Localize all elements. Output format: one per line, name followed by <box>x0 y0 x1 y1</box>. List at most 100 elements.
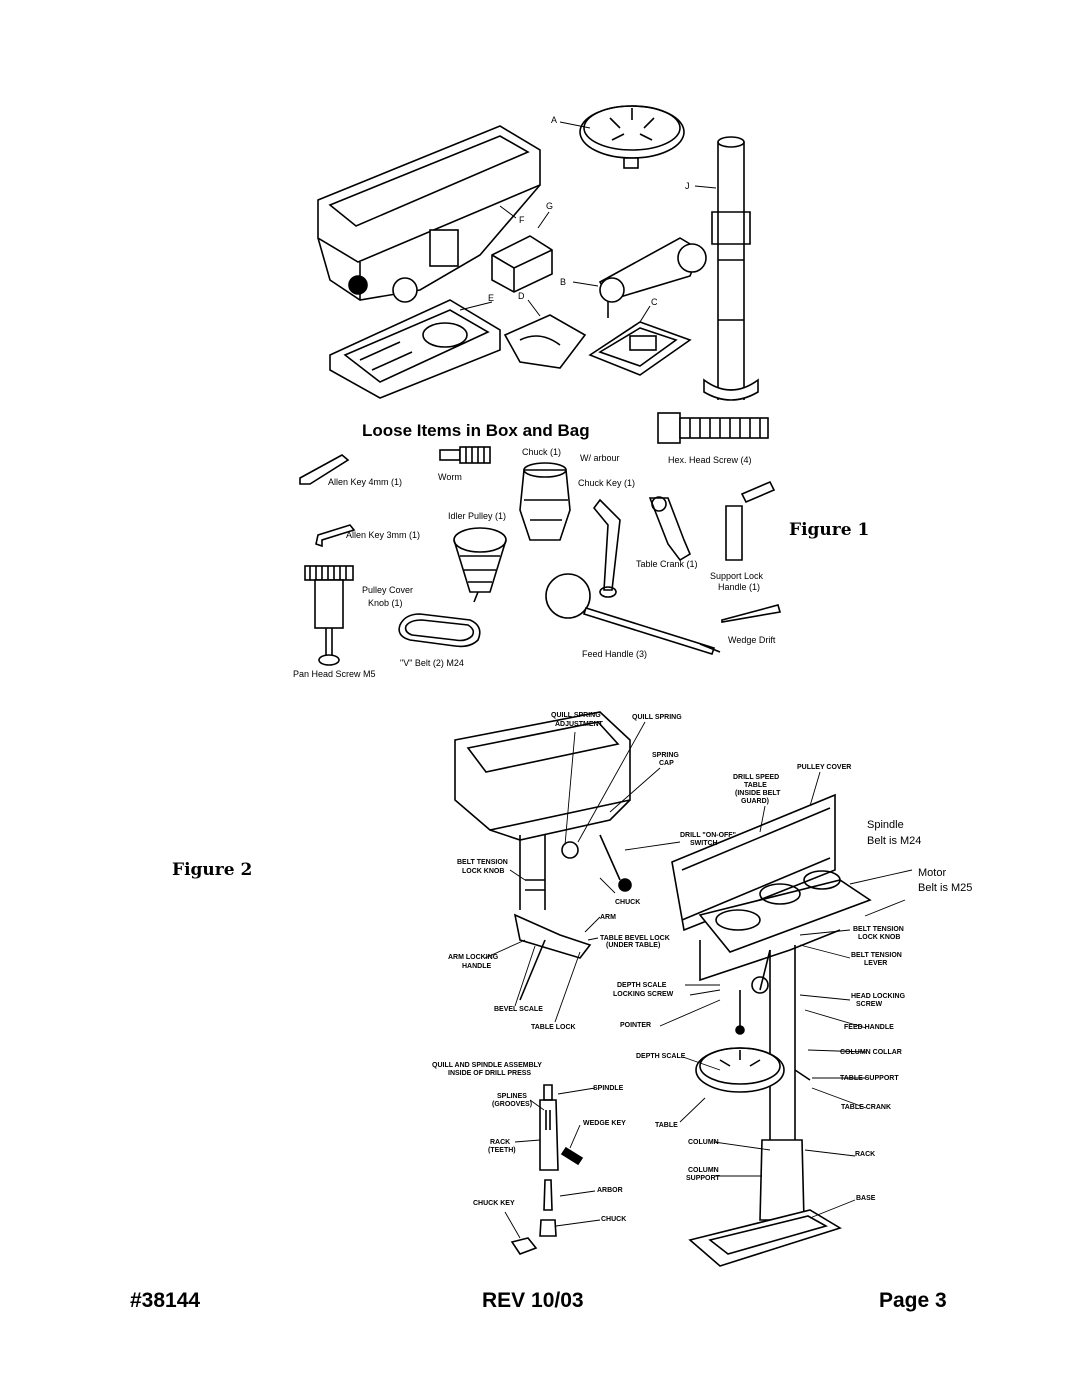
label-pulley-cover: PULLEY COVER <box>797 764 852 771</box>
label-pointer: POINTER <box>620 1022 652 1029</box>
drill-press-front-view <box>454 711 632 1001</box>
label-arbor: ARBOR <box>597 1187 623 1194</box>
label-belt-tension-lock-knob-right: BELT TENSION <box>853 926 904 933</box>
label-depth-scale-locking-screw: DEPTH SCALE <box>617 982 667 989</box>
label-chuck-lower: CHUCK <box>601 1216 627 1223</box>
label-feed-handle: FEED HANDLE <box>844 1024 894 1031</box>
part-letter-d: D <box>518 291 525 301</box>
label-column-collar: COLUMN COLLAR <box>840 1049 902 1056</box>
part-letter-e: E <box>488 293 495 303</box>
label-arbour: W/ arbour <box>580 453 620 463</box>
label-belt-tension-lever-2: LEVER <box>864 960 888 967</box>
pulley-cover-knob-drawing <box>304 565 354 666</box>
label-arm-locking-handle: ARM LOCKING <box>448 954 499 961</box>
footer-revision: REV 10/03 <box>482 1289 584 1312</box>
wedge-drift-drawing <box>721 604 782 623</box>
label-wedge-key: WEDGE KEY <box>583 1120 626 1127</box>
label-support-lock-2: Handle (1) <box>718 582 761 592</box>
label-table-support: TABLE SUPPORT <box>840 1075 899 1082</box>
part-letter-a: A <box>551 115 558 125</box>
label-quill-spindle-assembly-2: INSIDE OF DRILL PRESS <box>448 1070 532 1077</box>
drill-press-side-view <box>671 793 872 1267</box>
table-support-arm-drawing <box>598 237 707 318</box>
label-pulley-cover-knob-2: Knob (1) <box>368 598 403 608</box>
figure-2-caption: Figure 2 <box>172 860 253 880</box>
label-drill-speed-table-3: (INSIDE BELT <box>735 790 781 797</box>
label-v-belt: "V" Belt (2) M24 <box>400 658 464 668</box>
label-belt-tension-lock-knob: BELT TENSION <box>457 859 508 866</box>
label-drill-speed-table-2: TABLE <box>744 782 767 789</box>
label-column-support-2: SUPPORT <box>686 1175 720 1182</box>
table-disc-drawing <box>579 105 685 169</box>
label-depth-scale-locking-screw-2: LOCKING SCREW <box>613 991 674 998</box>
quill-spindle-assembly-drawing <box>510 1084 584 1255</box>
label-column: COLUMN <box>688 1139 719 1146</box>
part-letter-b: B <box>560 277 567 287</box>
base-plate-drawing <box>329 299 501 399</box>
label-column-support: COLUMN <box>688 1167 719 1174</box>
label-rack-teeth: RACK <box>490 1139 511 1146</box>
label-motor-belt-2: Belt is M25 <box>918 882 973 894</box>
label-head-locking-screw-2: SCREW <box>856 1001 883 1008</box>
label-spindle-belt-2: Belt is M24 <box>867 835 922 847</box>
label-quill-spring-adjustment: QUILL SPRING <box>551 712 601 719</box>
label-wedge-drift: Wedge Drift <box>728 635 776 645</box>
label-feed-handle: Feed Handle (3) <box>582 649 648 659</box>
part-letter-c: C <box>651 297 658 307</box>
hex-screw-drawing <box>657 412 769 444</box>
label-table-crank: TABLE CRANK <box>841 1104 892 1111</box>
label-pulley-cover-knob: Pulley Cover <box>362 585 414 595</box>
table-crank-drawing <box>648 496 692 562</box>
label-spring-cap-2: CAP <box>659 760 674 767</box>
label-table-crank: Table Crank (1) <box>636 559 698 569</box>
label-allen-key-3mm: Allen Key 3mm (1) <box>346 530 421 540</box>
manual-drawing <box>588 321 692 376</box>
label-depth-scale: DEPTH SCALE <box>636 1053 686 1060</box>
label-support-lock: Support Lock <box>710 571 764 581</box>
label-spindle: SPINDLE <box>593 1085 624 1092</box>
drill-head-drawing <box>317 125 541 303</box>
label-spindle-belt: Spindle <box>867 819 904 831</box>
label-belt-tension-lock-knob-2: LOCK KNOB <box>462 868 505 875</box>
label-drill-switch: DRILL "ON-OFF" <box>680 832 736 839</box>
part-letter-f: F <box>519 215 525 225</box>
v-belt-drawing <box>398 613 481 648</box>
label-hex-head-screw: Hex. Head Screw (4) <box>668 455 752 465</box>
label-pan-head-screw: Pan Head Screw M5 <box>293 669 376 679</box>
support-lock-handle-drawing <box>725 480 776 561</box>
label-bevel-scale: BEVEL SCALE <box>494 1006 543 1013</box>
label-quill-spindle-assembly: QUILL AND SPINDLE ASSEMBLY <box>432 1062 542 1069</box>
part-letter-g: G <box>546 201 554 211</box>
label-allen-key-4mm: Allen Key 4mm (1) <box>328 477 403 487</box>
label-chuck-key: CHUCK KEY <box>473 1200 515 1207</box>
footer-page-number: Page 3 <box>879 1289 947 1312</box>
label-splines-2: (GROOVES) <box>492 1101 533 1108</box>
label-motor-belt: Motor <box>918 867 947 879</box>
label-chuck: CHUCK <box>615 899 641 906</box>
label-table-bevel-lock-2: (UNDER TABLE) <box>606 942 661 949</box>
part-letter-j: J <box>685 181 690 191</box>
label-worm: Worm <box>438 472 462 482</box>
label-quill-spring: QUILL SPRING <box>632 714 682 721</box>
label-table: TABLE <box>655 1122 678 1129</box>
label-spring-cap: SPRING <box>652 752 679 759</box>
loose-items-title: Loose Items in Box and Bag <box>362 421 590 440</box>
label-splines: SPLINES <box>497 1093 527 1100</box>
label-drill-speed-table-4: GUARD) <box>741 798 769 805</box>
label-chuck-key: Chuck Key (1) <box>578 478 636 488</box>
figure2-leader-lines <box>484 721 913 1239</box>
worm-gear-drawing <box>439 446 491 464</box>
label-base: BASE <box>856 1195 876 1202</box>
part-leader-lines <box>459 121 717 323</box>
manual-bag-drawing <box>503 314 587 369</box>
chuck-drawing <box>519 462 571 541</box>
label-quill-spring-adjustment-2: ADJUSTMENT <box>555 721 603 728</box>
label-drill-speed-table: DRILL SPEED <box>733 774 780 781</box>
label-rack-teeth-2: (TEETH) <box>488 1147 516 1154</box>
label-rack: RACK <box>855 1151 876 1158</box>
figure-1-caption: Figure 1 <box>789 520 870 540</box>
label-idler-pulley: Idler Pulley (1) <box>448 511 507 521</box>
feed-handle-drawing <box>545 573 721 655</box>
footer-part-number: #38144 <box>130 1289 201 1312</box>
